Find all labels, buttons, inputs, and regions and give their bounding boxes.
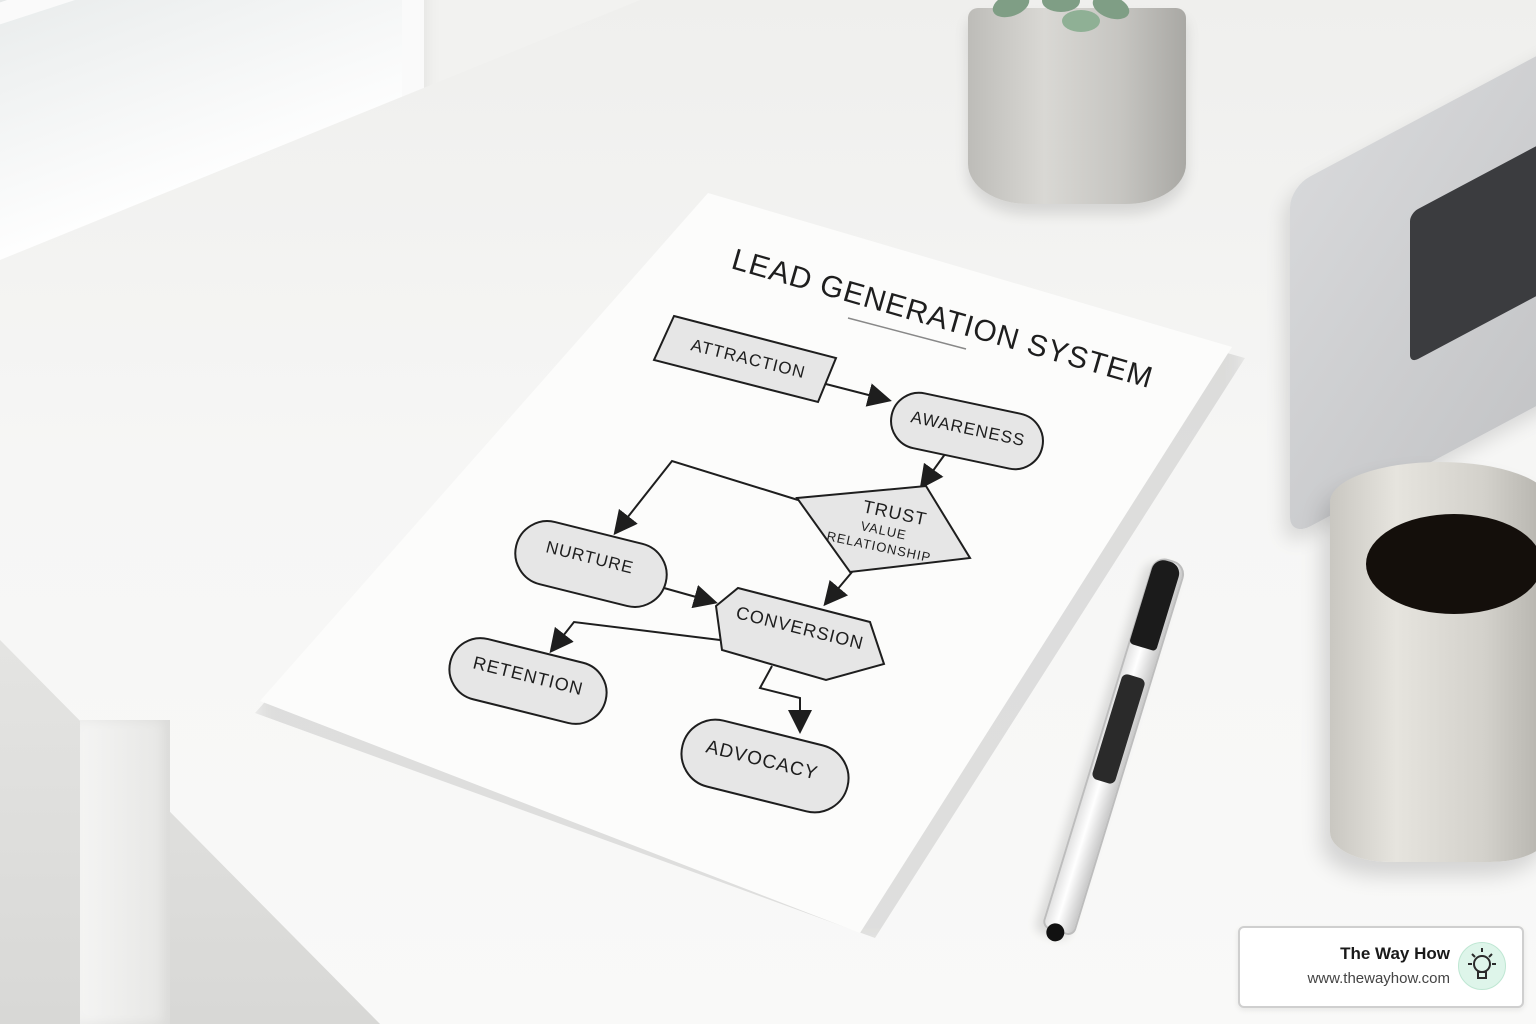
coffee-mug (1330, 462, 1536, 862)
title-underline (847, 317, 967, 350)
brand-name: The Way How (1340, 944, 1450, 963)
node-retention: RETENTION (448, 637, 608, 725)
node-advocacy: ADVOCACY (680, 718, 850, 814)
node-nurture: NURTURE (514, 520, 668, 608)
node-attraction: ATTRACTION (652, 314, 838, 404)
node-trust: TRUST VALUE RELATIONSHIP (795, 484, 972, 574)
coffee (1366, 514, 1536, 614)
arrow-conversion-advocacy (758, 665, 812, 734)
arrow-trust-nurture (613, 459, 799, 536)
arrow-awareness-trust (919, 449, 949, 490)
arrow-attraction-awareness (817, 381, 892, 407)
arrow-trust-conversion (823, 571, 853, 607)
node-conversion: CONVERSION (714, 586, 886, 682)
connectors (549, 381, 949, 734)
desk-leg (80, 720, 170, 1024)
potted-succulent (962, 0, 1192, 215)
brand-url[interactable]: www.thewayhow.com (1307, 970, 1450, 987)
lightbulb-icon (1458, 942, 1506, 990)
arrow-conversion-retention (549, 620, 721, 654)
brand-badge[interactable]: The Way How www.thewayhow.com (1238, 926, 1524, 1008)
arrow-nurture-conversion (663, 585, 718, 609)
node-awareness: AWARENESS (890, 391, 1044, 471)
concrete-pot (968, 8, 1186, 204)
